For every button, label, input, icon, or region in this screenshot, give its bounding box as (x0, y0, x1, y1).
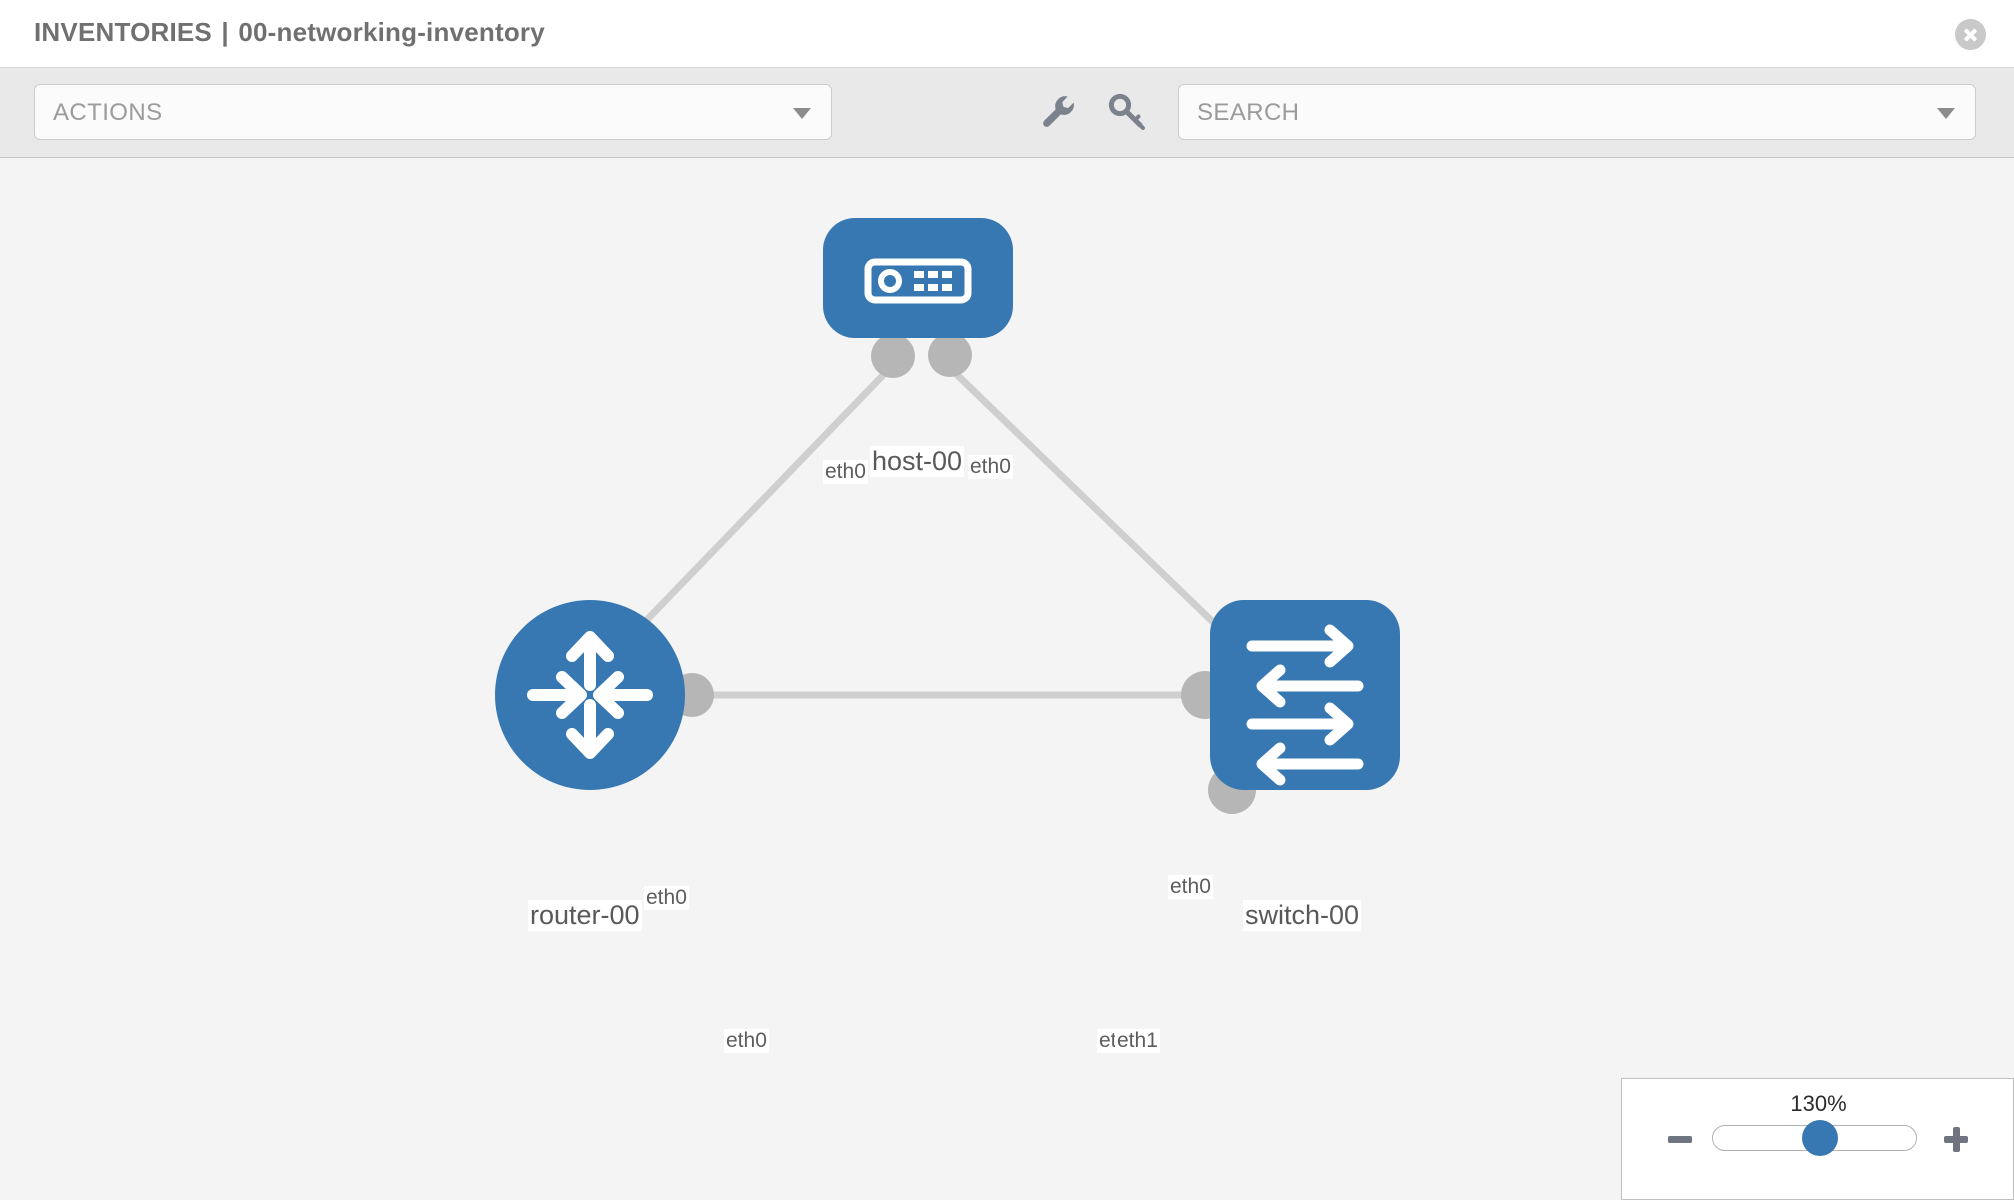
connector-host00-left (871, 334, 915, 378)
node-switch-00 (1210, 600, 1400, 790)
search-input[interactable]: SEARCH (1178, 84, 1976, 140)
close-icon[interactable] (1955, 19, 1986, 50)
node-label-switch-00[interactable]: switch-00 (1243, 900, 1362, 932)
breadcrumb-current: 00-networking-inventory (238, 17, 545, 47)
switch-icon (1246, 624, 1364, 786)
search-placeholder: SEARCH (1197, 99, 1300, 126)
node-label-host-00[interactable]: host-00 (870, 446, 965, 478)
zoom-in-button[interactable] (1940, 1123, 1972, 1155)
server-icon (864, 258, 972, 304)
zoom-control-panel: 130% (1621, 1078, 2014, 1200)
page-header: INVENTORIES | 00-networking-inventory (0, 0, 2014, 68)
minus-icon (1668, 1136, 1692, 1143)
edge-label-switch00-to-router00[interactable]: eth1 (1115, 1029, 1160, 1054)
node-router-00 (495, 600, 685, 790)
actions-dropdown[interactable]: ACTIONS (34, 84, 832, 140)
chevron-down-icon (793, 108, 811, 119)
edge-label-host00-to-switch00[interactable]: eth0 (968, 455, 1013, 480)
edge-label-host00-to-router00[interactable]: eth0 (823, 460, 868, 485)
edge-label-router00-to-host00[interactable]: eth0 (644, 886, 689, 911)
topology-connectors (670, 333, 1256, 814)
topology-graph (495, 218, 1400, 814)
edge-label-router00-to-switch00[interactable]: eth0 (724, 1029, 769, 1054)
node-label-router-00[interactable]: router-00 (528, 900, 642, 932)
edge-label-switch00-to-host00[interactable]: eth0 (1168, 875, 1213, 900)
topology-canvas[interactable]: host-00 router-00 switch-00 eth0 eth0 et… (0, 158, 2014, 1200)
topology-edges (607, 365, 1248, 699)
toolbar: ACTIONS SEARCH (0, 68, 2014, 158)
breadcrumb: INVENTORIES | 00-networking-inventory (34, 17, 545, 48)
zoom-out-button[interactable] (1664, 1123, 1696, 1155)
zoom-level-label: 130% (1790, 1091, 1847, 1116)
node-host-00 (823, 218, 1013, 338)
breadcrumb-root[interactable]: INVENTORIES (34, 17, 212, 47)
key-icon[interactable] (1105, 90, 1147, 132)
actions-dropdown-label: ACTIONS (53, 99, 163, 126)
zoom-slider-thumb[interactable] (1802, 1120, 1838, 1156)
edge-host00-switch00 (947, 365, 1248, 656)
wrench-icon[interactable] (1037, 90, 1079, 132)
plus-icon-vertical (1952, 1127, 1960, 1152)
edge-host00-router00 (607, 365, 893, 661)
router-icon (527, 631, 653, 759)
chevron-down-icon[interactable] (1937, 108, 1955, 119)
connector-host00-right (928, 333, 972, 377)
breadcrumb-separator: | (221, 17, 229, 47)
